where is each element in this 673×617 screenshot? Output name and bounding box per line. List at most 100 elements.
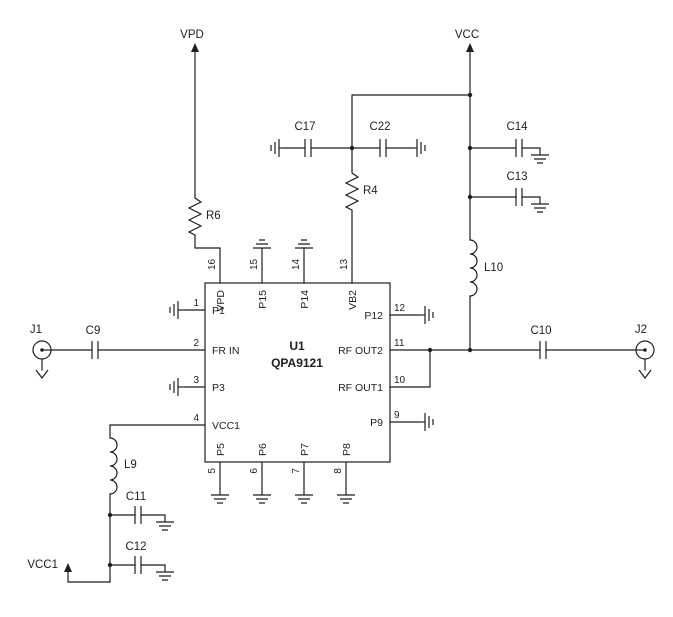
c11-ref-label: C11 <box>126 491 146 503</box>
l10-inductor-symbol <box>469 239 478 297</box>
output-network <box>389 347 541 388</box>
u1-pin-name: P15 <box>257 290 269 309</box>
c12-capacitor-symbol <box>134 555 142 575</box>
ground-icon <box>294 239 314 256</box>
ground-icon <box>169 377 186 397</box>
wire-pin4-l9 <box>109 424 206 439</box>
u1-part-label: QPA9121 <box>271 356 323 370</box>
c17-ref-label: C17 <box>294 121 315 133</box>
u1-pin-name: VPD <box>215 290 227 312</box>
ground-icon <box>169 300 186 320</box>
ground-icon <box>210 487 230 504</box>
u1-pin-number: 2 <box>193 338 199 349</box>
u1-pin-number: 7 <box>291 468 302 474</box>
connector-j2: J2 <box>635 324 655 379</box>
net-vpd: VPD <box>180 29 204 196</box>
vcc1-net-label: VCC1 <box>27 559 58 571</box>
u1-pin-number: 8 <box>333 468 344 474</box>
u1-pin-name: P14 <box>299 290 311 309</box>
u1-pin-number: 15 <box>249 258 260 270</box>
ground-icon <box>530 147 550 164</box>
vcc-power-arrow-icon <box>465 42 475 63</box>
u1-pin-name: FR IN <box>212 345 239 357</box>
ground-icon <box>252 239 272 256</box>
u1-top-pins: 16 15 14 13 <box>207 239 350 284</box>
u1-pin-name: P8 <box>341 443 353 456</box>
capacitor-c14: C14 <box>469 121 550 164</box>
junction-dot <box>427 347 433 353</box>
capacitor-c9: C9 <box>50 325 206 360</box>
u1-pin-name: VB2 <box>347 290 359 310</box>
u1-pin-number: 10 <box>394 375 406 386</box>
u1-pin-name: RF OUT1 <box>338 382 383 394</box>
ground-icon <box>155 514 175 531</box>
ground-icon <box>294 487 314 504</box>
u1-pin-name: P6 <box>257 443 269 456</box>
ground-icon <box>252 487 272 504</box>
vcc1-power-arrow-icon <box>63 562 73 583</box>
c11-capacitor-symbol <box>134 505 142 525</box>
u1-pin-name: P7 <box>299 443 311 456</box>
u1-pin-number: 11 <box>394 338 405 349</box>
c10-ref-label: C10 <box>530 325 551 337</box>
j1-ref-label: J1 <box>30 324 42 336</box>
c14-capacitor-symbol <box>515 138 523 158</box>
ground-icon <box>417 412 434 432</box>
u1-pin-name: RF OUT2 <box>338 345 383 357</box>
resistor-r6: R6 <box>188 194 221 238</box>
u1-ref-label: U1 <box>289 339 305 353</box>
u1-pin-name: P3 <box>212 382 225 394</box>
net-vcc1: VCC1 <box>27 559 111 583</box>
u1-pin-name: P1 <box>212 305 225 317</box>
r6-ref-label: R6 <box>206 210 221 222</box>
u1-pin-number: 9 <box>394 410 400 421</box>
net-vcc: VCC <box>351 29 479 241</box>
u1-bottom-pins: 5 6 7 8 <box>207 461 356 504</box>
c17-capacitor-symbol <box>304 138 312 158</box>
l10-ref-label: L10 <box>484 262 503 274</box>
l9-ref-label: L9 <box>124 459 137 471</box>
ground-icon <box>336 487 356 504</box>
wire-r6-to-pin16 <box>194 236 221 284</box>
vpd-net-label: VPD <box>180 29 204 41</box>
junction-dot <box>467 92 473 98</box>
vpd-power-arrow-icon <box>190 42 200 63</box>
u1-pin-number: 12 <box>394 303 406 314</box>
resistor-r4: R4 <box>345 147 378 284</box>
vcc-net-label: VCC <box>455 29 479 41</box>
capacitor-c17: C17 <box>270 121 353 158</box>
ground-icon <box>155 564 175 581</box>
c13-capacitor-symbol <box>515 187 523 207</box>
inductor-l10: L10 <box>469 239 503 351</box>
u1-pin-number: 3 <box>193 375 199 386</box>
junction-dot <box>107 562 113 568</box>
capacitor-c11: C11 <box>107 491 175 531</box>
u1-pin-number: 13 <box>339 258 350 270</box>
c13-ref-label: C13 <box>506 171 527 183</box>
u1-pin-number: 1 <box>193 298 199 309</box>
c9-ref-label: C9 <box>86 325 101 337</box>
ic-u1: U1 QPA9121 P1 FR IN P3 VCC1 P12 RF OUT2 … <box>204 282 391 463</box>
c22-ref-label: C22 <box>369 121 390 133</box>
u1-pin-number: 4 <box>193 413 199 424</box>
ground-icon <box>530 196 550 213</box>
u1-pin-name: P9 <box>370 417 383 429</box>
c12-ref-label: C12 <box>125 541 146 553</box>
c9-capacitor-symbol <box>91 340 99 360</box>
junction-dot <box>107 512 113 518</box>
u1-pin-number: 16 <box>207 258 218 270</box>
u1-pin-name: P5 <box>215 443 227 456</box>
l9-inductor-symbol <box>109 437 118 495</box>
j2-ref-label: J2 <box>635 324 647 336</box>
u1-pin-name: P12 <box>364 310 383 322</box>
u1-left-pins: 1 2 3 4 <box>169 298 206 424</box>
u1-body <box>204 282 391 463</box>
u1-pin-number: 5 <box>207 468 218 474</box>
u1-pin-name: VCC1 <box>212 420 240 432</box>
ground-icon <box>270 138 287 158</box>
c22-capacitor-symbol <box>379 138 387 158</box>
c14-ref-label: C14 <box>506 121 528 133</box>
wire-vcc-branch-to-bias <box>351 94 471 149</box>
